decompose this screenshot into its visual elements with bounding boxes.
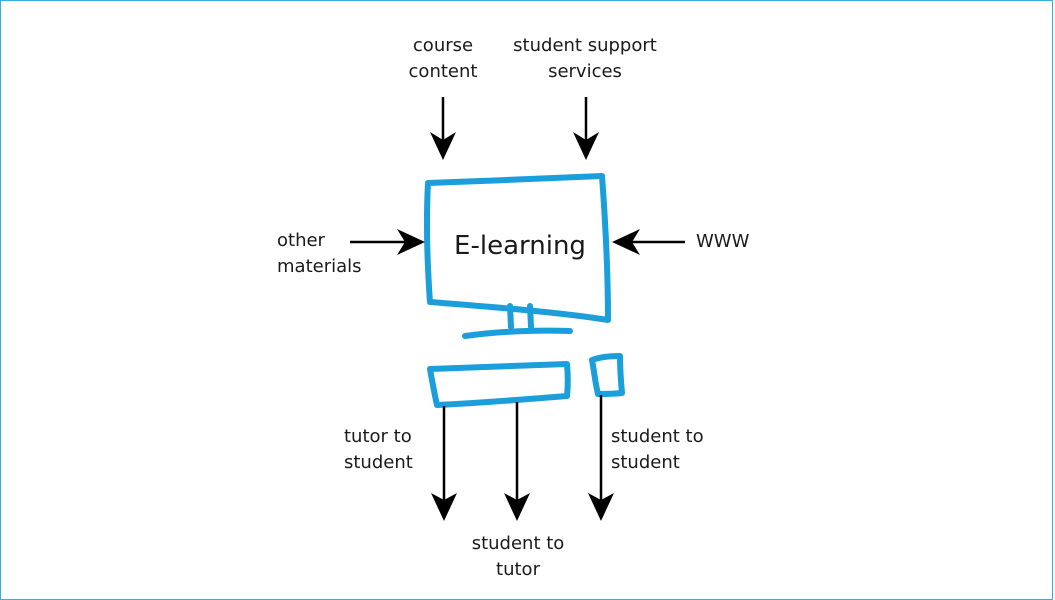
arrow-student-support xyxy=(573,97,599,160)
label-student-to-tutor: student to tutor xyxy=(471,533,565,580)
mouse-outline xyxy=(589,353,625,397)
arrow-www xyxy=(612,229,685,255)
label-other-materials: other materials xyxy=(277,230,362,277)
center-label: E-learning xyxy=(454,231,586,261)
label-www: WWW xyxy=(696,231,750,252)
label-tutor-to-student: tutor to student xyxy=(344,426,413,473)
arrow-other-materials xyxy=(350,229,425,255)
arrow-student-to-student xyxy=(588,395,614,521)
label-student-support-services: student support services xyxy=(513,35,657,82)
arrow-course-content xyxy=(430,97,456,160)
arrow-tutor-to-student xyxy=(431,406,457,521)
monitor-screen-outline xyxy=(423,173,611,323)
keyboard-outline xyxy=(427,361,571,408)
label-course-content: course content xyxy=(408,35,478,82)
label-student-to-student: student to student xyxy=(611,426,704,473)
monitor-stand xyxy=(462,303,573,339)
arrow-student-to-tutor xyxy=(504,402,530,521)
diagram-canvas xyxy=(350,97,685,521)
